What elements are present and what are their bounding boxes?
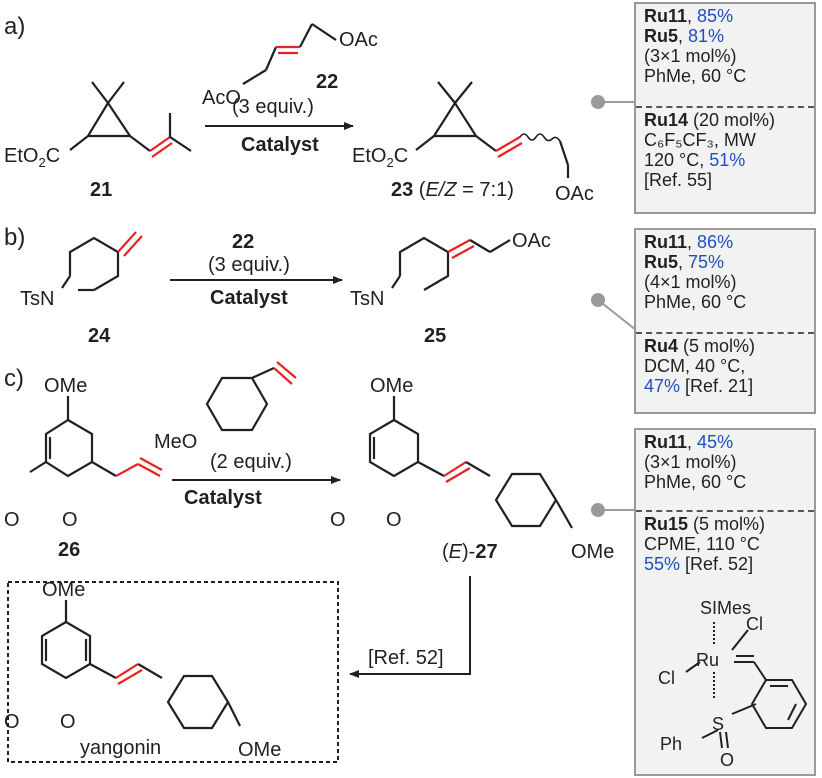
yangonin-structure (40, 600, 241, 730)
compound-24-number: 24 (88, 325, 111, 347)
aco-reagent: AcO (202, 87, 241, 109)
box-b-loading: (4×1 mol%) (644, 272, 737, 292)
simes-label: SIMes (700, 598, 751, 618)
compound-22-number-b: 22 (232, 231, 254, 253)
conditions-b-bottom: Ru4 (5 mol%) DCM, 40 °C, 47% [Ref. 21] (636, 332, 814, 396)
compound-23-structure (415, 81, 570, 178)
compound-22-structure (242, 23, 337, 85)
tsn-25: TsN (350, 288, 384, 310)
ome-27: OMe (370, 375, 413, 397)
etoc-group-23: EtO2C (352, 145, 408, 170)
ref-arrow (349, 576, 471, 678)
oac-reagent-top: OAc (339, 29, 378, 51)
equiv-c: (2 equiv.) (210, 451, 292, 473)
compound-25-number: 25 (424, 325, 446, 347)
compound-26-number: 26 (58, 539, 80, 561)
ru15-structure: SIMes Cl Ru Cl S Ph O (658, 598, 808, 770)
compound-21-number: 21 (90, 179, 112, 201)
phenyl-label: Ph (660, 734, 682, 754)
tsn-24: TsN (20, 288, 54, 310)
meo-styrene: MeO (154, 431, 197, 453)
equiv-a: (3 equiv.) (232, 96, 314, 118)
conditions-a-top: Ru11, 85% Ru5, 81% (3×1 mol%) PhMe, 60 °… (636, 4, 814, 86)
oac-product-a: OAc (555, 183, 594, 205)
conditions-box-c: Ru11, 45% (3×1 mol%) PhMe, 60 °C Ru15 (5… (634, 428, 816, 776)
label-b: b) (4, 224, 25, 251)
box-c-bottom-cat: Ru15 (5 mol%) (644, 514, 766, 534)
box-b-bottom-yield: 47% [Ref. 21] (644, 376, 754, 396)
conditions-c-bottom: Ru15 (5 mol%) CPME, 110 °C 55% [Ref. 52] (636, 510, 814, 574)
box-a-bottom-ref: [Ref. 55] (644, 170, 713, 190)
compound-27-label: (E)-27 (442, 541, 498, 563)
catalyst-label-a: Catalyst (241, 134, 319, 156)
oac-product-b: OAc (512, 230, 551, 252)
sulfur-atom: S (712, 714, 724, 734)
box-b-bottom-cond: DCM, 40 °C, (644, 356, 746, 376)
box-c-bottom-cond: CPME, 110 °C (644, 534, 760, 554)
compound-22-number-a: 22 (316, 71, 338, 93)
conditions-a-bottom: Ru14 (20 mol%) C₆F₅CF₃, MW 120 °C, 51% [… (636, 106, 814, 190)
ring-o-27: O (386, 509, 402, 531)
box-a-line-2: Ru5, 81% (644, 26, 725, 46)
sulfoxide-o: O (720, 750, 734, 770)
compound-27-structure (368, 396, 573, 529)
box-b-line-2: Ru5, 75% (644, 252, 725, 272)
box-b-conditions: PhMe, 60 °C (644, 292, 747, 312)
box-c-bottom-yield: 55% [Ref. 52] (644, 554, 754, 574)
connector-line-b (597, 299, 637, 331)
catalyst-label-b: Catalyst (210, 287, 288, 309)
compound-23-label: 23 (E/Z = 7:1) (391, 179, 514, 201)
label-a: a) (4, 13, 25, 40)
catalyst-label-c: Catalyst (184, 487, 262, 509)
equiv-b: (3 equiv.) (208, 254, 290, 276)
ome-yangonin: OMe (42, 579, 85, 601)
ring-o-yangonin: O (60, 711, 76, 733)
ome-26: OMe (44, 375, 87, 397)
box-a-bottom-temp: 120 °C, 51% (644, 150, 746, 170)
yangonin-name: yangonin (80, 737, 161, 759)
compound-25-structure (391, 236, 511, 291)
box-a-line-1: Ru11, 85% (644, 6, 734, 26)
box-c-conditions: PhMe, 60 °C (644, 472, 747, 492)
ome-aryl-27: OMe (571, 541, 614, 563)
box-b-bottom-cat: Ru4 (5 mol%) (644, 336, 756, 356)
box-a-conditions: PhMe, 60 °C (644, 66, 747, 86)
label-c: c) (4, 365, 24, 392)
ring-o-26: O (62, 509, 78, 531)
yangonin-box (7, 581, 339, 763)
methoxystyrene-structure (205, 361, 297, 432)
box-a-bottom-cat: Ru14 (20 mol%) (644, 110, 776, 130)
ru-atom: Ru (696, 650, 719, 670)
box-a-loading: (3×1 mol%) (644, 46, 737, 66)
box-c-line-1: Ru11, 45% (644, 432, 734, 452)
etoc-group: EtO2C (4, 145, 60, 170)
carbonyl-o-26: O (4, 509, 20, 531)
conditions-c-top: Ru11, 45% (3×1 mol%) PhMe, 60 °C (636, 430, 814, 492)
box-b-line-1: Ru11, 86% (644, 232, 734, 252)
box-c-loading: (3×1 mol%) (644, 452, 737, 472)
carbonyl-o-yangonin: O (4, 711, 20, 733)
cl-bottom: Cl (658, 668, 675, 688)
conditions-box-a: Ru11, 85% Ru5, 81% (3×1 mol%) PhMe, 60 °… (634, 2, 816, 214)
ome-aryl-yangonin: OMe (238, 739, 281, 761)
carbonyl-o-27: O (330, 509, 346, 531)
ref-arrow-label: [Ref. 52] (368, 647, 444, 669)
box-a-bottom-solvent: C₆F₅CF₃, MW (644, 130, 756, 150)
compound-21-structure (69, 81, 192, 158)
compound-24-structure (61, 231, 143, 292)
conditions-b-top: Ru11, 86% Ru5, 75% (4×1 mol%) PhMe, 60 °… (636, 230, 814, 312)
compound-26-structure (29, 396, 163, 478)
cl-top: Cl (746, 614, 763, 634)
conditions-box-b: Ru11, 86% Ru5, 75% (4×1 mol%) PhMe, 60 °… (634, 228, 816, 414)
